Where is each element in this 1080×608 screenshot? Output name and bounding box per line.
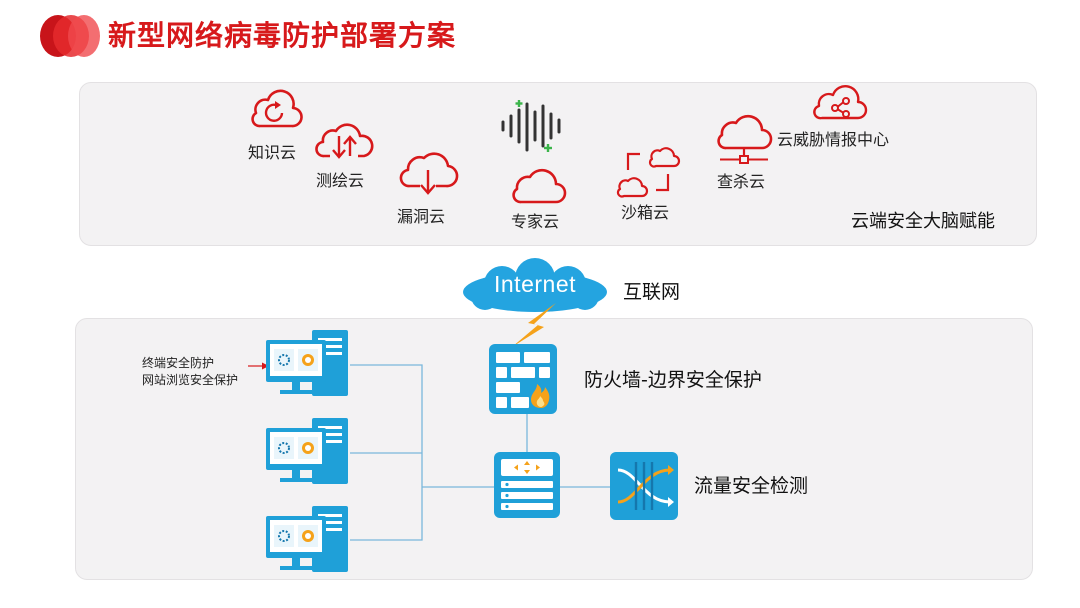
sandbox-cloud-label: 沙箱云 [621,203,670,222]
lightning-bolt-icon [510,303,560,349]
threat-intel-center-label: 云威胁情报中心 [777,130,890,149]
internet-cloud-text: Internet [494,271,576,297]
vulnerability-cloud-icon [398,148,459,196]
internet-cloud: Internet [460,258,610,320]
endpoint-annotation-line2: 网站浏览安全保护 [142,373,239,387]
mapping-cloud-icon [314,116,374,164]
firewall-icon [489,344,557,414]
endpoint-computer [266,418,352,486]
traffic-detection-icon [610,452,678,520]
server-switch-icon [494,452,560,518]
endpoint-annotation-line1: 终端安全防护 [142,356,215,370]
knowledge-cloud-label: 知识云 [248,143,297,162]
scan-kill-cloud-label: 查杀云 [717,172,766,191]
brand-logo [38,14,102,58]
cloud-brain-panel [79,82,1037,246]
sandbox-cloud-icon [616,140,681,202]
scan-kill-cloud-icon [714,114,774,170]
mapping-cloud-label: 测绘云 [316,171,365,190]
expert-cloud-icon [508,164,568,208]
threat-intel-cloud-icon [810,84,870,124]
page-title: 新型网络病毒防护部署方案 [108,19,457,52]
endpoint-computer [266,330,352,398]
endpoint-computer [266,506,352,574]
cloud-brain-icon [496,100,570,154]
cloud-panel-caption: 云端安全大脑赋能 [851,211,995,232]
vulnerability-cloud-label: 漏洞云 [397,207,446,226]
knowledge-cloud-icon [246,86,306,134]
traffic-detection-label: 流量安全检测 [694,475,809,497]
internet-label: 互联网 [623,281,681,303]
firewall-label: 防火墙-边界安全保护 [584,369,762,391]
expert-cloud-label: 专家云 [511,212,560,231]
